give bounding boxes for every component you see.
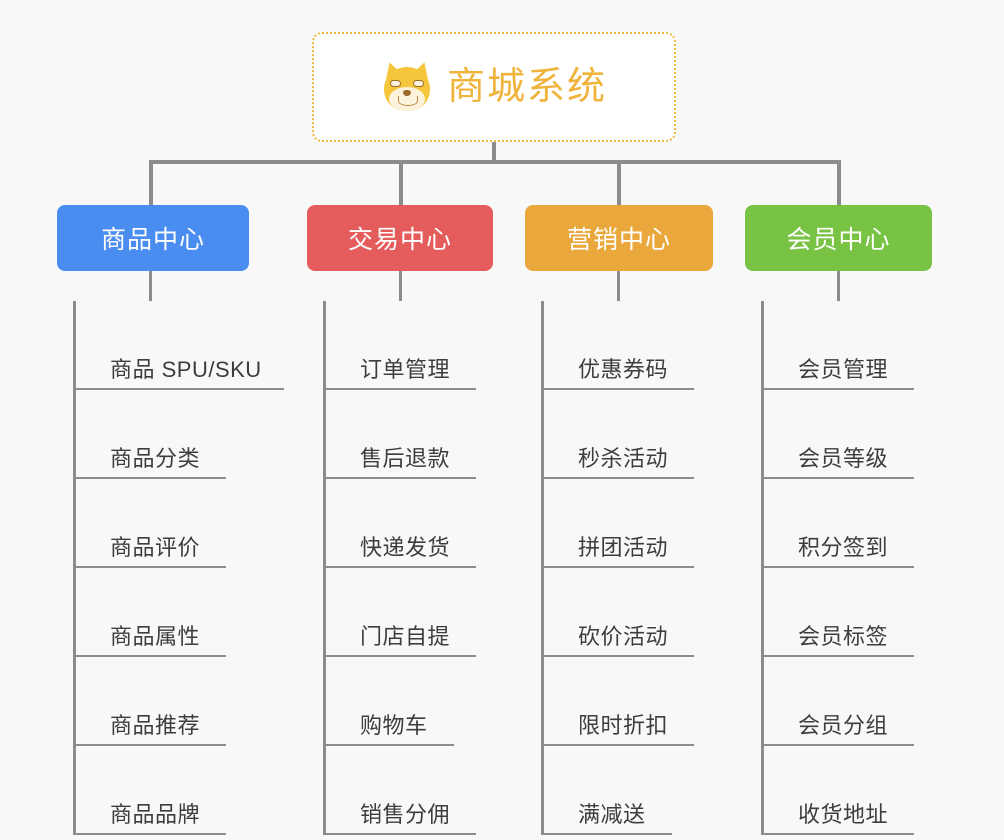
- leaf-label: 收货地址: [798, 802, 889, 827]
- root-title: 商城系统: [446, 66, 607, 108]
- branch-stem-2: [399, 271, 402, 301]
- leaf-label: 秒杀活动: [578, 446, 669, 471]
- root-node[interactable]: 商城系统: [312, 32, 676, 142]
- leaf-rule: [326, 388, 476, 390]
- leaf-label: 商品评价: [110, 535, 201, 560]
- leaf-label: 商品分类: [110, 446, 201, 471]
- leaf-item[interactable]: 订单管理: [326, 301, 476, 390]
- leaf-rule: [764, 744, 914, 746]
- leaf-item[interactable]: 会员等级: [764, 390, 914, 479]
- leaf-label: 会员标签: [798, 624, 889, 649]
- leaf-rule: [544, 833, 672, 835]
- leaf-item[interactable]: 售后退款: [326, 390, 476, 479]
- leaf-item[interactable]: 商品 SPU/SKU: [76, 301, 284, 390]
- leaf-rule: [764, 833, 914, 835]
- leaf-list-2: 订单管理 售后退款 快递发货 门店自提 购物车 销售分佣: [323, 301, 476, 835]
- leaf-label: 砍价活动: [578, 624, 669, 649]
- leaf-label: 销售分佣: [360, 802, 451, 827]
- connector-horizontal-bus: [149, 160, 839, 164]
- connector-drop-2: [399, 160, 403, 208]
- leaf-rule: [544, 477, 694, 479]
- branch-header-4[interactable]: 会员中心: [745, 205, 932, 271]
- leaf-item[interactable]: 砍价活动: [544, 568, 694, 657]
- leaf-rule: [76, 655, 226, 657]
- leaf-rule: [76, 477, 226, 479]
- branch-member-center: 会员中心 会员管理 会员等级 积分签到 会员标签 会员分组: [745, 205, 932, 835]
- branch-stem-1: [149, 271, 152, 301]
- leaf-item[interactable]: 销售分佣: [326, 746, 476, 835]
- leaf-label: 满减送: [578, 802, 646, 827]
- leaf-item[interactable]: 商品属性: [76, 568, 262, 657]
- leaf-label: 商品品牌: [110, 802, 201, 827]
- leaf-rule: [764, 566, 914, 568]
- branch-header-3[interactable]: 营销中心: [525, 205, 713, 271]
- leaf-rule: [76, 566, 226, 568]
- leaf-label: 商品推荐: [110, 713, 201, 738]
- leaf-rule: [76, 833, 226, 835]
- leaf-label: 快递发货: [360, 535, 451, 560]
- leaf-list-1: 商品 SPU/SKU 商品分类 商品评价 商品属性 商品推荐 商品品牌: [73, 301, 284, 835]
- branch-header-2[interactable]: 交易中心: [307, 205, 493, 271]
- leaf-label: 会员管理: [798, 357, 889, 382]
- leaf-label: 会员等级: [798, 446, 889, 471]
- leaf-label: 商品 SPU/SKU: [110, 357, 262, 382]
- connector-drop-4: [837, 160, 841, 208]
- leaf-item[interactable]: 满减送: [544, 746, 672, 835]
- shiba-dog-face-icon: [380, 59, 434, 113]
- leaf-item[interactable]: 快递发货: [326, 479, 476, 568]
- leaf-rule: [544, 655, 694, 657]
- leaf-label: 商品属性: [110, 624, 201, 649]
- leaf-item[interactable]: 商品推荐: [76, 657, 262, 746]
- leaf-rule: [764, 477, 914, 479]
- leaf-item[interactable]: 会员标签: [764, 568, 914, 657]
- leaf-label: 限时折扣: [578, 713, 669, 738]
- leaf-rule: [76, 388, 284, 390]
- leaf-list-4: 会员管理 会员等级 积分签到 会员标签 会员分组 收货地址: [761, 301, 914, 835]
- leaf-item[interactable]: 会员管理: [764, 301, 914, 390]
- leaf-item[interactable]: 优惠券码: [544, 301, 694, 390]
- leaf-item[interactable]: 积分签到: [764, 479, 914, 568]
- leaf-rule: [326, 477, 476, 479]
- leaf-item[interactable]: 门店自提: [326, 568, 476, 657]
- leaf-label: 售后退款: [360, 446, 451, 471]
- leaf-item[interactable]: 会员分组: [764, 657, 914, 746]
- branch-header-1[interactable]: 商品中心: [57, 205, 249, 271]
- leaf-rule: [544, 744, 694, 746]
- leaf-label: 拼团活动: [578, 535, 669, 560]
- leaf-rule: [544, 388, 694, 390]
- leaf-rule: [76, 744, 226, 746]
- leaf-label: 优惠券码: [578, 357, 669, 382]
- leaf-item[interactable]: 商品分类: [76, 390, 262, 479]
- branch-product-center: 商品中心 商品 SPU/SKU 商品分类 商品评价 商品属性 商品推荐: [57, 205, 284, 835]
- leaf-item[interactable]: 购物车: [326, 657, 454, 746]
- leaf-item[interactable]: 秒杀活动: [544, 390, 694, 479]
- leaf-label: 门店自提: [360, 624, 451, 649]
- branch-stem-3: [617, 271, 620, 301]
- leaf-label: 会员分组: [798, 713, 889, 738]
- leaf-item[interactable]: 商品评价: [76, 479, 262, 568]
- leaf-label: 购物车: [360, 713, 428, 738]
- leaf-list-3: 优惠券码 秒杀活动 拼团活动 砍价活动 限时折扣 满减送: [541, 301, 694, 835]
- branch-marketing-center: 营销中心 优惠券码 秒杀活动 拼团活动 砍价活动 限时折扣: [525, 205, 713, 835]
- leaf-rule: [764, 655, 914, 657]
- leaf-rule: [544, 566, 694, 568]
- leaf-label: 订单管理: [360, 357, 451, 382]
- leaf-item[interactable]: 拼团活动: [544, 479, 694, 568]
- leaf-item[interactable]: 限时折扣: [544, 657, 694, 746]
- leaf-rule: [326, 833, 476, 835]
- connector-drop-1: [149, 160, 153, 208]
- leaf-rule: [326, 566, 476, 568]
- connector-root-stem: [492, 142, 496, 164]
- leaf-rule: [326, 744, 454, 746]
- leaf-rule: [326, 655, 476, 657]
- leaf-item[interactable]: 收货地址: [764, 746, 914, 835]
- connector-drop-3: [617, 160, 621, 208]
- leaf-label: 积分签到: [798, 535, 889, 560]
- branch-stem-4: [837, 271, 840, 301]
- branch-trade-center: 交易中心 订单管理 售后退款 快递发货 门店自提 购物车: [307, 205, 493, 835]
- leaf-item[interactable]: 商品品牌: [76, 746, 262, 835]
- leaf-rule: [764, 388, 914, 390]
